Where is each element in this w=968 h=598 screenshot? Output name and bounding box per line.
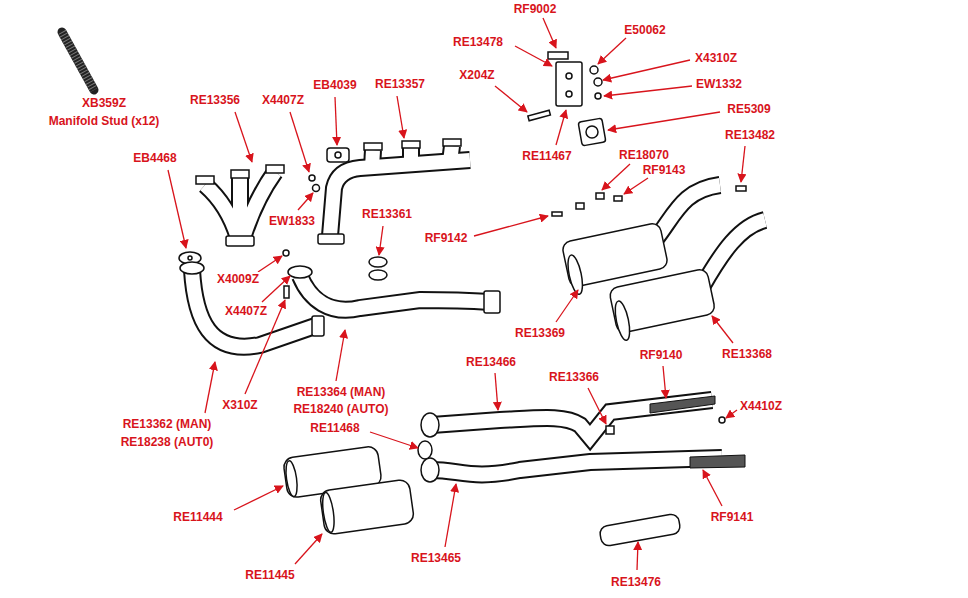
part-number: X310Z (221, 398, 258, 412)
part-number: RE11444 (172, 510, 223, 524)
part-number: X4310Z (694, 51, 738, 65)
part-number: EW1332 (695, 77, 743, 91)
part-number: Manifold Stud (x12) (48, 114, 161, 128)
part-number: X4407Z (224, 304, 268, 318)
part-number: RE13482 (724, 128, 776, 142)
part-number: RE13357 (374, 77, 426, 91)
part-number: RE11445 (244, 568, 295, 582)
part-number: XB359Z (81, 96, 127, 110)
part-number: X4410Z (739, 399, 783, 413)
part-number: RE13476 (610, 575, 662, 589)
part-number: RF9141 (710, 510, 755, 524)
part-number: E50062 (623, 23, 666, 37)
part-number: RE18240 (AUTO) (292, 402, 389, 416)
part-number: RE11468 (309, 421, 360, 435)
part-number: RF9142 (424, 231, 469, 245)
part-number: RE13368 (721, 347, 773, 361)
part-number: RE18238 (AUT0) (120, 435, 215, 449)
part-number: RE13369 (514, 326, 566, 340)
part-number: RE11467 (521, 149, 572, 163)
part-number: RF9140 (639, 348, 684, 362)
part-number: RE13465 (410, 551, 462, 565)
part-number: RE18070 (618, 148, 670, 162)
part-number: RE13478 (452, 35, 504, 49)
part-number: RE13364 (MAN) (296, 385, 387, 399)
part-number: EB4468 (132, 151, 177, 165)
part-number: X4009Z (216, 272, 260, 286)
part-number: RF9143 (642, 163, 687, 177)
part-number: RE13356 (189, 93, 241, 107)
part-number: RF9002 (513, 2, 558, 16)
part-number: RE13361 (361, 207, 413, 221)
part-number: EW1833 (268, 214, 316, 228)
part-number: RE13366 (548, 370, 600, 384)
part-number: RE5309 (726, 102, 771, 116)
part-number: RE13362 (MAN) (122, 417, 213, 431)
part-number: RE13466 (465, 355, 517, 369)
part-number: X4407Z (261, 93, 305, 107)
part-number: EB4039 (312, 78, 357, 92)
part-number: X204Z (458, 68, 495, 82)
